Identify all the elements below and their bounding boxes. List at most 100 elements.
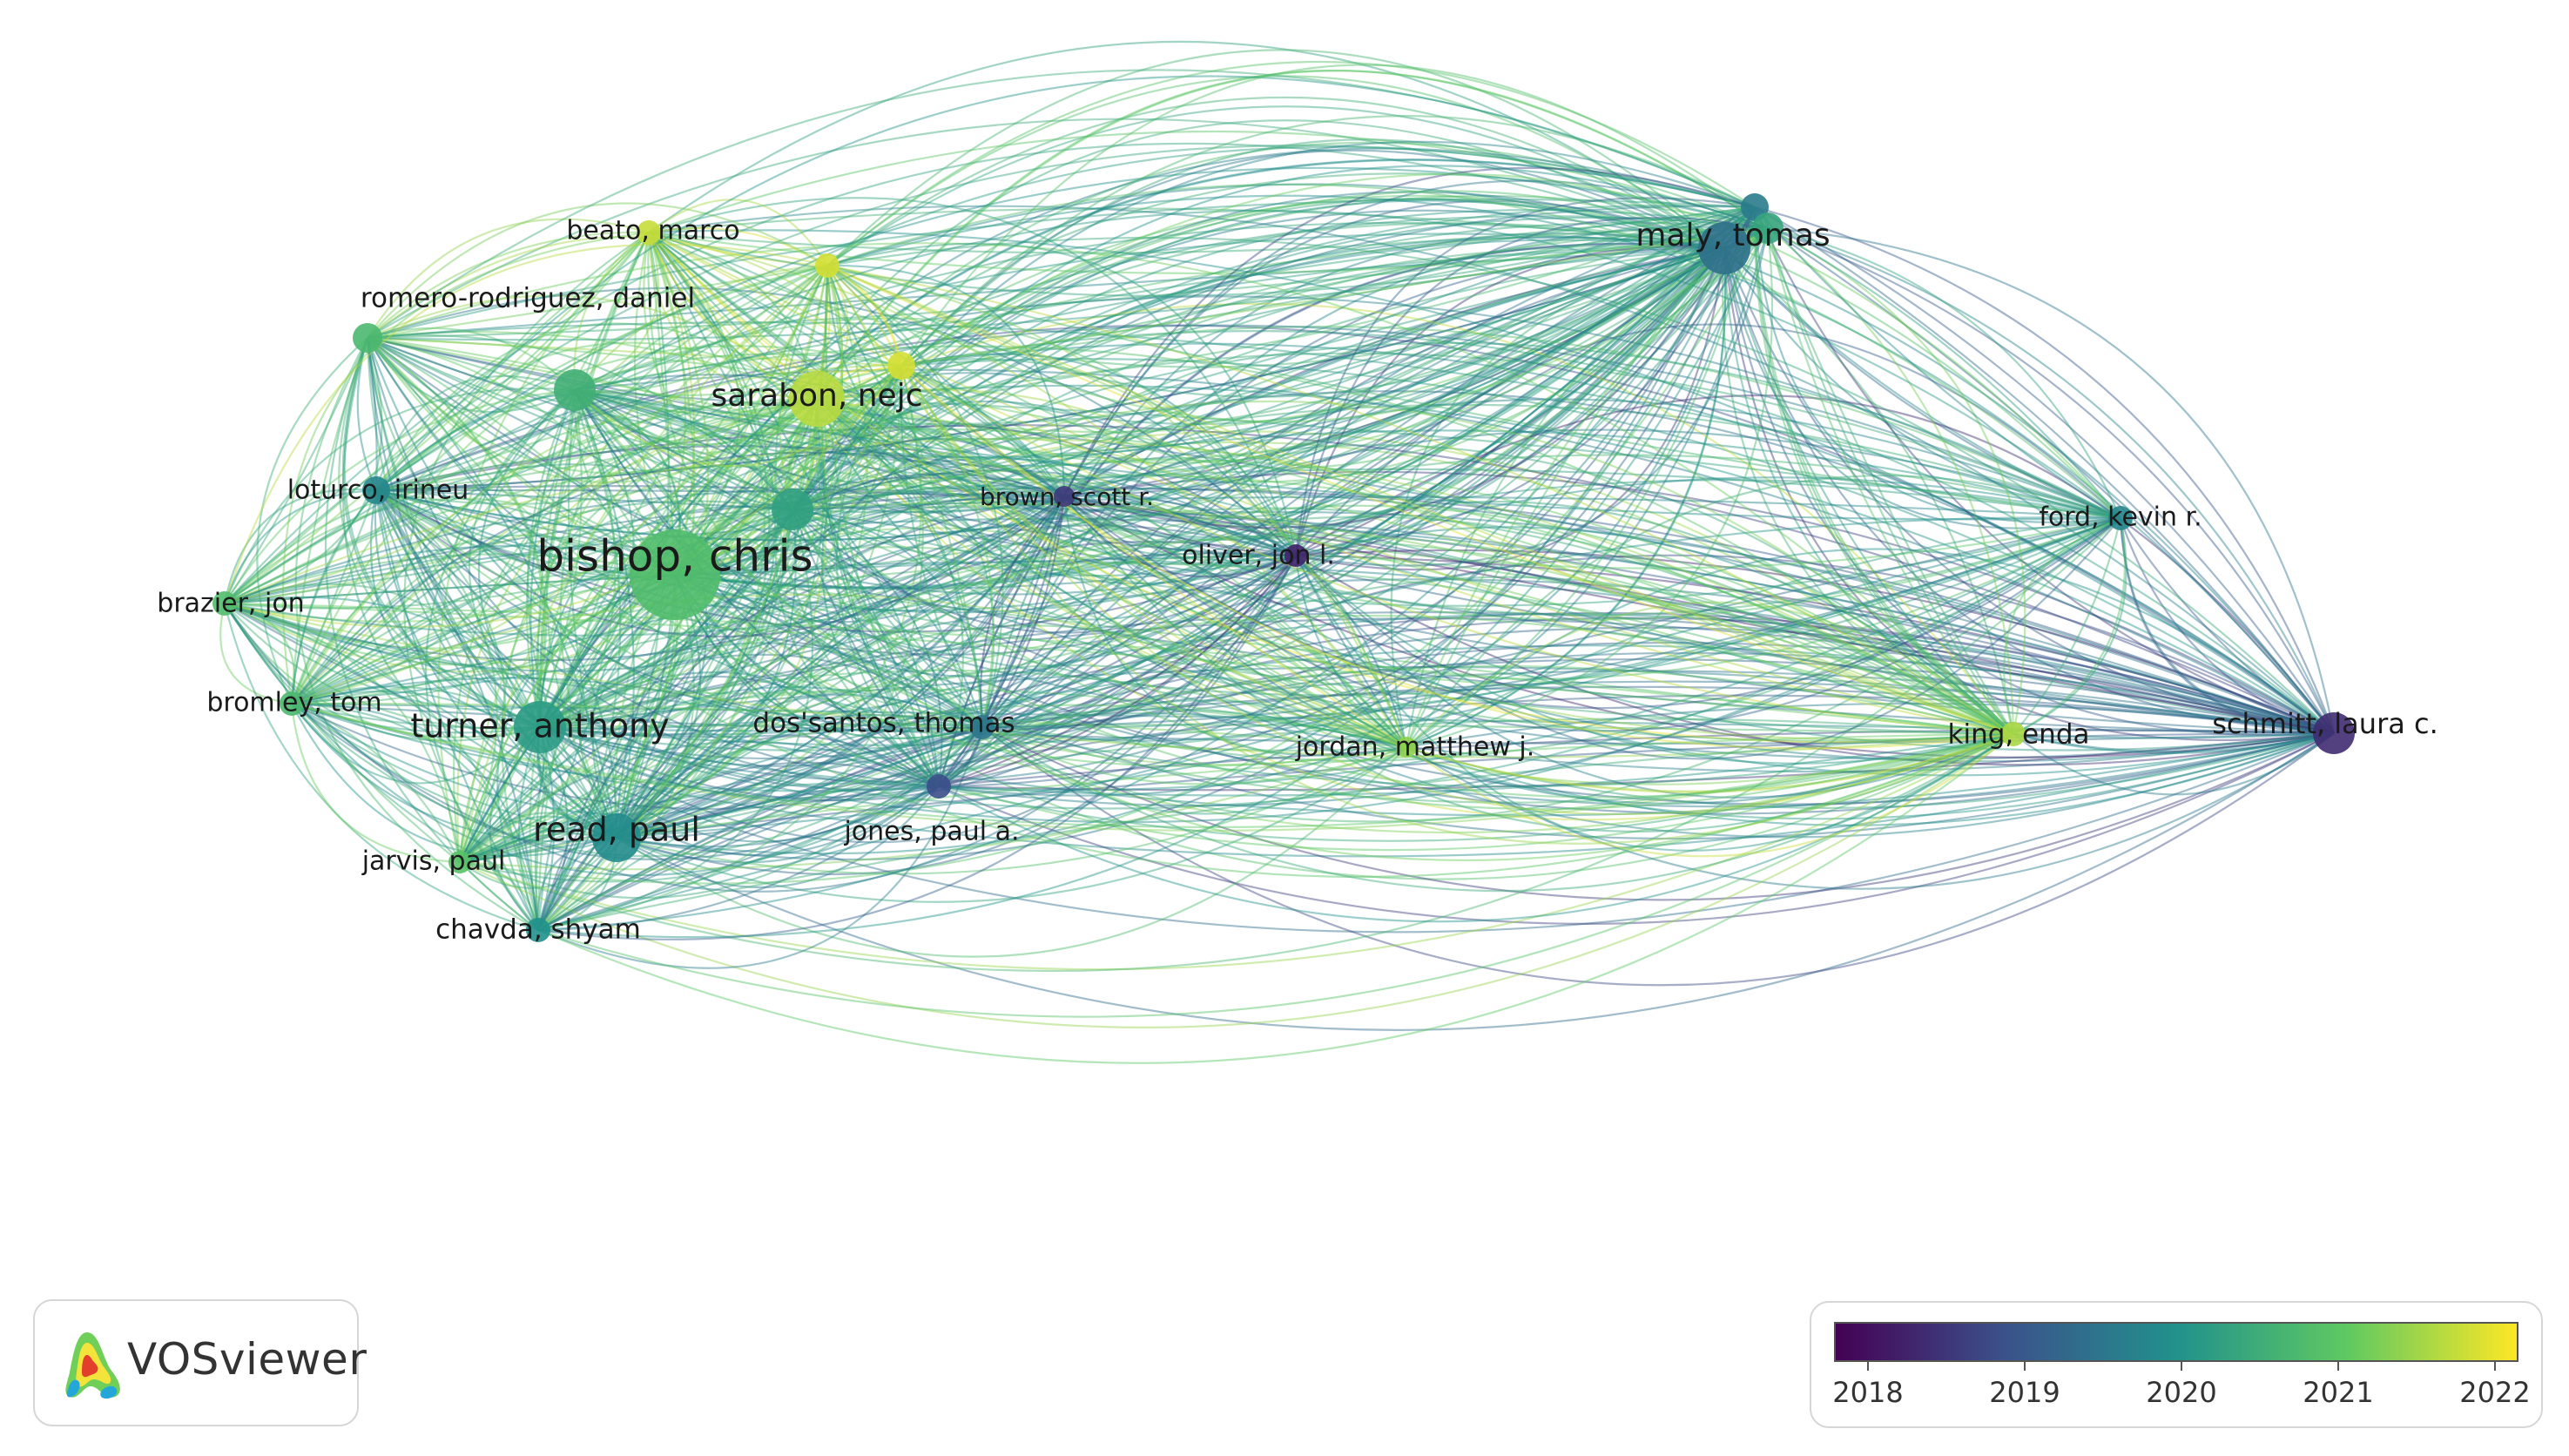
edge-bromley-jordan xyxy=(291,593,1407,748)
edge-loturco-jarvis xyxy=(375,489,507,863)
edge-schmitt-oliver xyxy=(1295,549,2335,735)
edge-maly-jordan xyxy=(1390,246,1725,748)
edge-jarvis-ford xyxy=(459,454,2121,863)
edge-maly-schmitt xyxy=(1723,247,2335,737)
node-turner[interactable] xyxy=(514,701,566,753)
node-u2[interactable] xyxy=(772,489,813,530)
edge-turner-jarvis xyxy=(459,726,548,864)
edge-read-jones xyxy=(616,785,940,848)
edge-schmitt-oliver xyxy=(1295,554,2335,735)
edge-chavda-king xyxy=(537,733,2014,1064)
edge-brazier-oliver xyxy=(224,554,1297,605)
edge-bromley-oliver xyxy=(291,555,1297,893)
edge-beato-u2 xyxy=(643,232,793,510)
edge-read-oliver xyxy=(616,541,1297,839)
edge-jarvis-jones xyxy=(459,782,940,864)
node-oliver[interactable] xyxy=(1284,544,1307,567)
node-beato[interactable] xyxy=(637,220,661,245)
edge-maly-loturco xyxy=(375,246,1725,492)
edge-schmitt-brown xyxy=(1063,495,2335,735)
edge-turner-loturco xyxy=(369,489,541,729)
edge-oliver-u4 xyxy=(900,353,1297,556)
node-jarvis[interactable] xyxy=(448,851,471,873)
node-dossantos[interactable] xyxy=(970,715,995,739)
edge-turner-oliver xyxy=(539,424,1297,728)
node-label-jones: jones, paul a. xyxy=(843,817,1019,847)
edge-jones-u3 xyxy=(825,265,940,787)
edge-turner-romero xyxy=(341,337,541,729)
edge-read-u5 xyxy=(616,206,1756,839)
edge-chavda-u5 xyxy=(537,206,1756,931)
edge-maly-schmitt xyxy=(1723,247,2335,735)
edge-king-u4 xyxy=(900,365,2014,816)
edge-maly-chavda xyxy=(536,236,1725,931)
edge-bromley-dossantos xyxy=(291,703,983,900)
edge-read-ford xyxy=(616,516,2121,839)
edge-jones-u4 xyxy=(821,365,940,787)
node-romero[interactable] xyxy=(353,323,382,353)
edge-beato-u6 xyxy=(648,226,1769,274)
edge-oliver-king xyxy=(1295,526,2014,735)
edge-jones-u2 xyxy=(792,509,943,787)
node-label-romero: romero-rodriguez, daniel xyxy=(361,283,695,314)
edge-schmitt-u2 xyxy=(792,390,2335,734)
edge-jones-u5 xyxy=(938,206,1756,787)
node-jones[interactable] xyxy=(927,774,951,799)
node-label-maly: maly, tomas xyxy=(1635,218,1830,253)
node-brazier[interactable] xyxy=(212,591,237,616)
edge-jordan-u6 xyxy=(1406,227,1774,749)
edge-maly-jordan xyxy=(1406,247,1727,749)
node-maly[interactable] xyxy=(1698,222,1750,274)
node-schmitt[interactable] xyxy=(2313,712,2355,754)
node-bishop[interactable] xyxy=(630,529,720,620)
edge-loturco-u1 xyxy=(374,374,576,491)
node-u3[interactable] xyxy=(815,253,839,278)
legend-label-2020: 2020 xyxy=(2146,1376,2217,1409)
node-label-read: read, paul xyxy=(533,811,700,849)
node-u1[interactable] xyxy=(554,369,596,411)
edge-schmitt-turner xyxy=(539,665,2335,735)
edge-schmitt-brazier xyxy=(224,517,2335,735)
node-u4[interactable] xyxy=(887,352,915,380)
edge-brazier-jones xyxy=(224,603,940,860)
node-brown[interactable] xyxy=(1054,486,1075,507)
edge-maly-king xyxy=(1722,247,2014,735)
node-loturco[interactable] xyxy=(362,476,390,504)
edge-romero-u3 xyxy=(367,202,828,339)
edge-brown-u6 xyxy=(1063,227,1769,498)
node-label-schmitt: schmitt, laura c. xyxy=(2212,707,2438,740)
node-bromley[interactable] xyxy=(280,691,304,716)
edge-beato-u6 xyxy=(648,130,1769,234)
node-king[interactable] xyxy=(2001,722,2026,746)
edge-turner-brown xyxy=(539,495,1065,737)
node-jordan[interactable] xyxy=(1396,737,1417,758)
edge-king-u5 xyxy=(1753,206,2014,735)
edge-maly-loturco xyxy=(375,247,1725,656)
edge-romero-brazier xyxy=(224,337,369,604)
edge-chavda-u5 xyxy=(537,206,1756,932)
edge-read-brown xyxy=(616,495,1065,839)
edge-read-romero xyxy=(341,337,617,839)
edge-sarabon-chavda xyxy=(534,398,818,931)
edge-brazier-chavda xyxy=(223,603,539,932)
edge-maly-jones xyxy=(938,247,1725,787)
edge-dossantos-king xyxy=(981,725,2014,804)
node-u6[interactable] xyxy=(1752,212,1783,244)
edge-beato-oliver xyxy=(648,197,1298,556)
node-chavda[interactable] xyxy=(526,918,550,942)
edge-sarabon-jordan xyxy=(816,388,1408,748)
edge-schmitt-u5 xyxy=(1754,206,2336,734)
edge-sarabon-loturco xyxy=(375,397,818,492)
edge-beato-u5 xyxy=(648,206,1756,254)
edge-turner-brazier xyxy=(224,603,541,730)
edge-loturco-king xyxy=(375,489,2014,736)
edge-sarabon-brazier xyxy=(224,398,818,650)
edge-jordan-u5 xyxy=(1406,206,1756,748)
edge-ford-u5 xyxy=(1754,206,2121,519)
node-ford[interactable] xyxy=(2108,506,2133,530)
edge-turner-jones xyxy=(539,726,940,802)
node-sarabon[interactable] xyxy=(789,371,845,427)
node-read[interactable] xyxy=(592,813,641,862)
edge-king-ford xyxy=(2013,517,2122,735)
edge-turner-u3 xyxy=(525,264,828,728)
